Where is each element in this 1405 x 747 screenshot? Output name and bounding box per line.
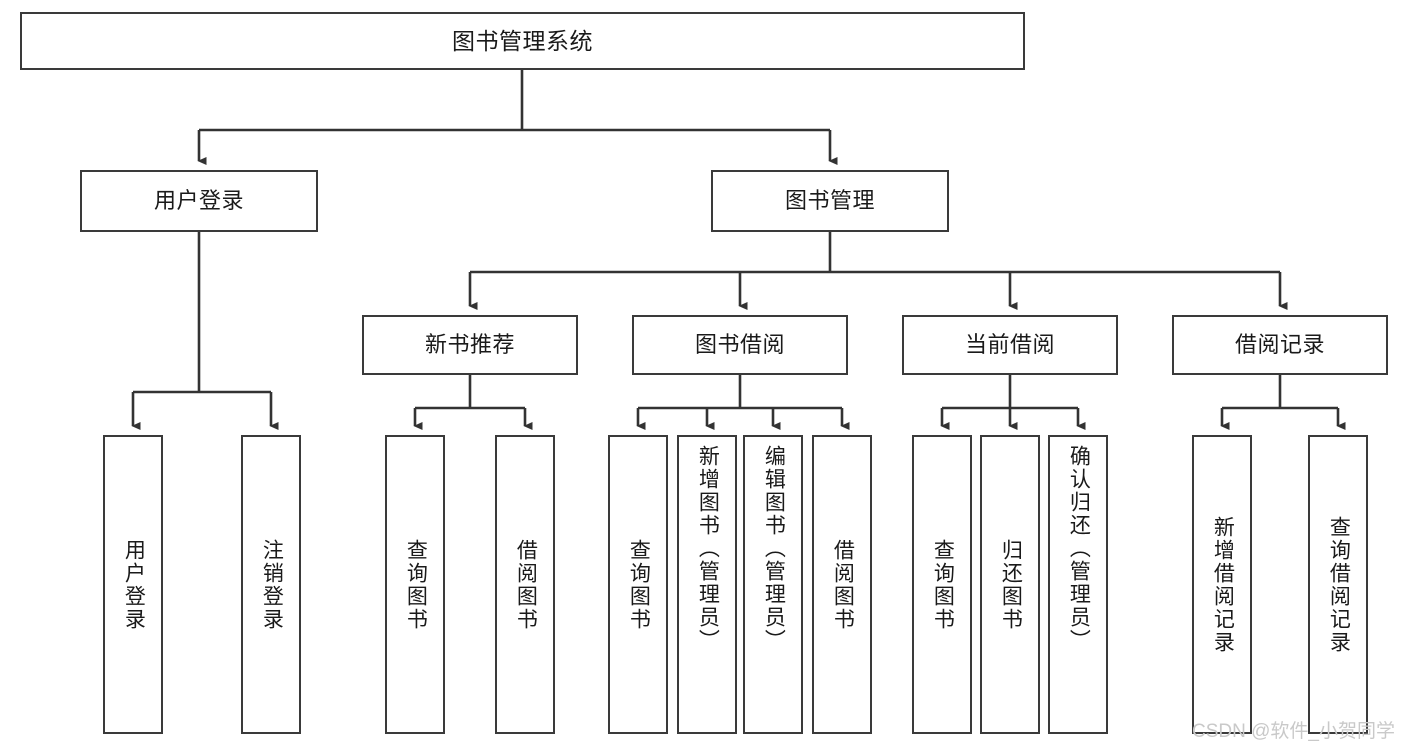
- leaf-book-borrow-query[interactable]: 查询图书: [608, 435, 668, 734]
- node-label: 查询图书: [931, 538, 955, 631]
- node-label: 新增图书（管理员）: [696, 445, 720, 652]
- leaf-current-borrow-confirm-return[interactable]: 确认归还（管理员）: [1048, 435, 1108, 734]
- node-label: 借阅图书: [831, 538, 855, 631]
- node-book-management[interactable]: 图书管理: [711, 170, 949, 232]
- leaf-book-borrow-lend[interactable]: 借阅图书: [812, 435, 872, 734]
- node-label: 查询图书: [627, 538, 651, 631]
- node-label: 当前借阅: [964, 332, 1055, 358]
- leaf-user-login-signout[interactable]: 注销登录: [241, 435, 301, 734]
- node-label: 编辑图书（管理员）: [762, 445, 786, 652]
- leaf-new-book-query[interactable]: 查询图书: [385, 435, 445, 734]
- node-label: 借阅图书: [514, 538, 538, 631]
- node-current-borrow[interactable]: 当前借阅: [902, 315, 1118, 375]
- node-label: 查询图书: [404, 538, 428, 631]
- node-label: 注销登录: [260, 538, 284, 631]
- node-label: 确认归还（管理员）: [1067, 445, 1091, 652]
- node-label: 新书推荐: [424, 332, 515, 358]
- node-label: 图书管理系统: [452, 27, 593, 54]
- leaf-new-book-borrow[interactable]: 借阅图书: [495, 435, 555, 734]
- node-book-borrow[interactable]: 图书借阅: [632, 315, 848, 375]
- leaf-current-borrow-query[interactable]: 查询图书: [912, 435, 972, 734]
- node-label: 用户登录: [153, 188, 244, 214]
- node-label: 查询借阅记录: [1327, 515, 1351, 654]
- node-label: 图书管理: [784, 188, 875, 214]
- leaf-borrow-record-query[interactable]: 查询借阅记录: [1308, 435, 1368, 734]
- leaf-current-borrow-return[interactable]: 归还图书: [980, 435, 1040, 734]
- node-label: 借阅记录: [1234, 332, 1325, 358]
- leaf-user-login-signin[interactable]: 用户登录: [103, 435, 163, 734]
- node-borrow-record[interactable]: 借阅记录: [1172, 315, 1388, 375]
- csdn-watermark: CSDN @软件_小贺同学: [1192, 721, 1395, 742]
- leaf-borrow-record-add[interactable]: 新增借阅记录: [1192, 435, 1252, 734]
- leaf-book-borrow-add[interactable]: 新增图书（管理员）: [677, 435, 737, 734]
- node-label: 归还图书: [999, 538, 1023, 631]
- node-label: 新增借阅记录: [1211, 515, 1235, 654]
- node-user-login[interactable]: 用户登录: [80, 170, 318, 232]
- leaf-book-borrow-edit[interactable]: 编辑图书（管理员）: [743, 435, 803, 734]
- node-root-system[interactable]: 图书管理系统: [20, 12, 1025, 70]
- node-label: 用户登录: [122, 538, 146, 631]
- node-new-book-recommend[interactable]: 新书推荐: [362, 315, 578, 375]
- node-label: 图书借阅: [694, 332, 785, 358]
